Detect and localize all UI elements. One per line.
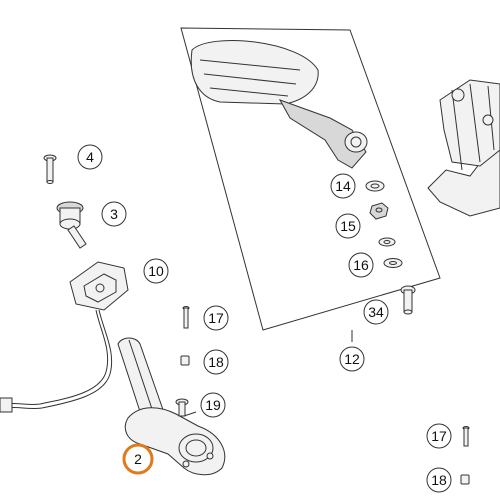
svg-text:19: 19	[205, 397, 221, 413]
bolt-17-lower	[462, 426, 470, 447]
svg-text:12: 12	[344, 351, 360, 367]
nut-15	[369, 202, 389, 220]
callout-19: 19	[200, 392, 226, 418]
svg-text:18: 18	[208, 354, 224, 370]
callout-34: 34	[363, 299, 389, 325]
bolt-34	[400, 285, 416, 315]
svg-text:17: 17	[208, 310, 224, 326]
svg-text:17: 17	[431, 428, 447, 444]
svg-text:4: 4	[86, 149, 94, 165]
highlight-ring	[122, 443, 154, 475]
svg-text:14: 14	[335, 178, 351, 194]
nut-18	[180, 355, 190, 366]
nut-18-lower	[460, 474, 470, 485]
svg-text:18: 18	[431, 472, 447, 488]
callout-15: 15	[335, 213, 361, 239]
bolt-17	[182, 306, 190, 329]
svg-text:16: 16	[353, 257, 369, 273]
bolt-4	[43, 154, 57, 184]
callout-18-lower: 18	[426, 467, 452, 493]
callout-17: 17	[203, 305, 229, 331]
callout-2-highlighted[interactable]: 2	[122, 443, 154, 475]
callout-17-lower: 17	[426, 423, 452, 449]
svg-text:15: 15	[340, 218, 356, 234]
bushing-3	[56, 201, 87, 249]
nut-14	[365, 180, 385, 192]
washer-16	[383, 258, 403, 268]
callout-12: 12	[339, 346, 365, 372]
callout-16: 16	[348, 252, 374, 278]
frame-bracket	[427, 79, 500, 217]
callout-14: 14	[330, 173, 356, 199]
callout-18: 18	[203, 349, 229, 375]
mirror	[190, 40, 368, 169]
callout-4: 4	[77, 144, 103, 170]
svg-text:10: 10	[148, 263, 164, 279]
switch-housing-10	[0, 261, 129, 413]
screw-19	[175, 398, 197, 417]
washer-15	[378, 237, 396, 247]
callout-10: 10	[143, 258, 169, 284]
mirror-assembly-frame	[180, 27, 441, 331]
svg-text:2: 2	[134, 451, 142, 467]
svg-text:34: 34	[368, 304, 384, 320]
svg-text:3: 3	[110, 206, 118, 222]
bar-clamp-2	[117, 337, 226, 476]
callout-3: 3	[101, 201, 127, 227]
